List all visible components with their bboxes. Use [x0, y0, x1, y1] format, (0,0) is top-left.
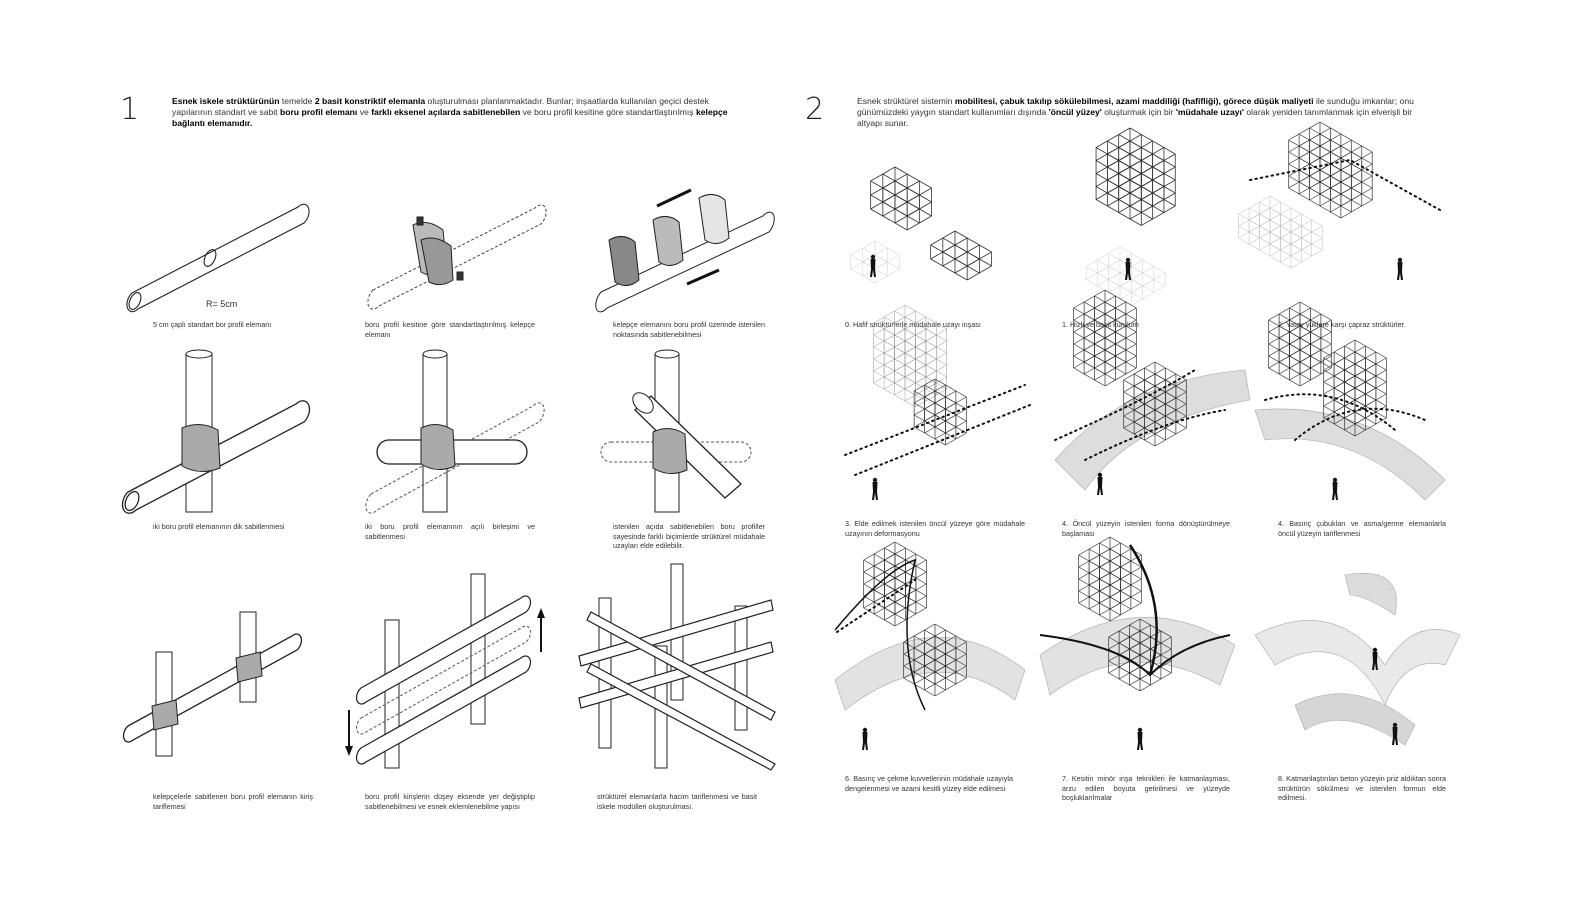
scaffold-step-0-svg	[850, 166, 992, 284]
scaffold-step-6	[825, 541, 1035, 765]
vertical-shift-drawing	[345, 570, 555, 770]
caption-s2-3: 3. Elde edilmek istenilen öncül yüzeye g…	[845, 519, 1025, 538]
scaffold-step-4-svg	[1054, 289, 1251, 495]
scaffold-step-6-svg	[834, 541, 1026, 750]
caption-1-1: 5 cm çaplı standart bor profil elemanı	[153, 320, 272, 329]
caption-s2-8: 8. Katmanlaştırılan beton yüzeyin priz a…	[1278, 774, 1446, 802]
variable-angle-joint-drawing	[595, 348, 775, 518]
scaffold-step-2	[1238, 121, 1450, 315]
section-2-intro: Esnek strüktürel sistemin mobilitesi, ça…	[857, 96, 1414, 128]
caption-1-3: kelepçe elemanını boru profil üzerinde i…	[613, 320, 765, 339]
clamp-positioning-drawing	[595, 180, 775, 320]
caption-s2-6: 6. Basınç ve çekme kuvvetlerinin müdahal…	[845, 774, 1013, 793]
section-2-number: 2	[805, 92, 825, 127]
scaffold-step-1-svg	[1085, 127, 1176, 306]
scaffold-step-7-svg	[1039, 536, 1236, 750]
caption-s2-5: 4. Basınç çubukları ve asma/germe eleman…	[1278, 519, 1446, 538]
scaffold-step-0	[835, 165, 1035, 315]
caption-s2-2: 2. Yatay yüklere karşı çapraz strüktürle…	[1278, 320, 1404, 329]
caption-3-2: boru profil kirişlerin düşey eksende yer…	[365, 792, 535, 811]
scaffold-step-5	[1245, 301, 1455, 510]
volume-module-drawing	[575, 560, 785, 771]
perpendicular-joint-drawing	[120, 348, 320, 518]
section-1-intro: Esnek iskele strüktürünün temelde 2 basi…	[172, 96, 728, 128]
scaffold-step-8-svg	[1254, 573, 1461, 746]
section-1-number: 1	[120, 92, 140, 127]
caption-1-2: boru profil kesitine göre standartlaştır…	[365, 320, 535, 339]
angled-joint-drawing	[365, 348, 545, 518]
beam-drawing	[120, 600, 320, 760]
radius-label: R= 5cm	[206, 299, 238, 309]
caption-s2-7: 7. Kesitin minör inşa teknikleri ile kat…	[1062, 774, 1230, 802]
scaffold-step-4	[1045, 289, 1251, 510]
scaffold-step-8	[1245, 555, 1470, 765]
caption-2-3: istenilen açıda sabitlenebilen boru prof…	[613, 522, 765, 550]
caption-2-2: iki boru profil elemanının açılı birleşi…	[365, 522, 535, 541]
scaffold-step-7	[1030, 536, 1240, 765]
caption-s2-1: 1. Hızlı ve basit kurulum	[1062, 320, 1139, 329]
scaffold-step-2-svg	[1238, 121, 1441, 280]
caption-3-3: strüktürel elemanlarla hacim tariflenmes…	[597, 792, 757, 811]
scaffold-step-5-svg	[1254, 301, 1446, 501]
scaffold-step-3-svg	[844, 304, 1031, 500]
clamp-element-drawing	[365, 200, 547, 320]
scaffold-step-3	[835, 304, 1035, 510]
pipe-element-drawing: R= 5cm	[120, 195, 320, 315]
caption-2-1: iki boru profil elemanının dik sabitlenm…	[153, 522, 285, 531]
caption-3-1: kelepçelerle sabitlenen boru profil elem…	[153, 792, 313, 811]
scaffold-step-1	[1050, 127, 1250, 315]
caption-s2-4: 4. Öncül yüzeyin istenilen forma dönüştü…	[1062, 519, 1230, 538]
